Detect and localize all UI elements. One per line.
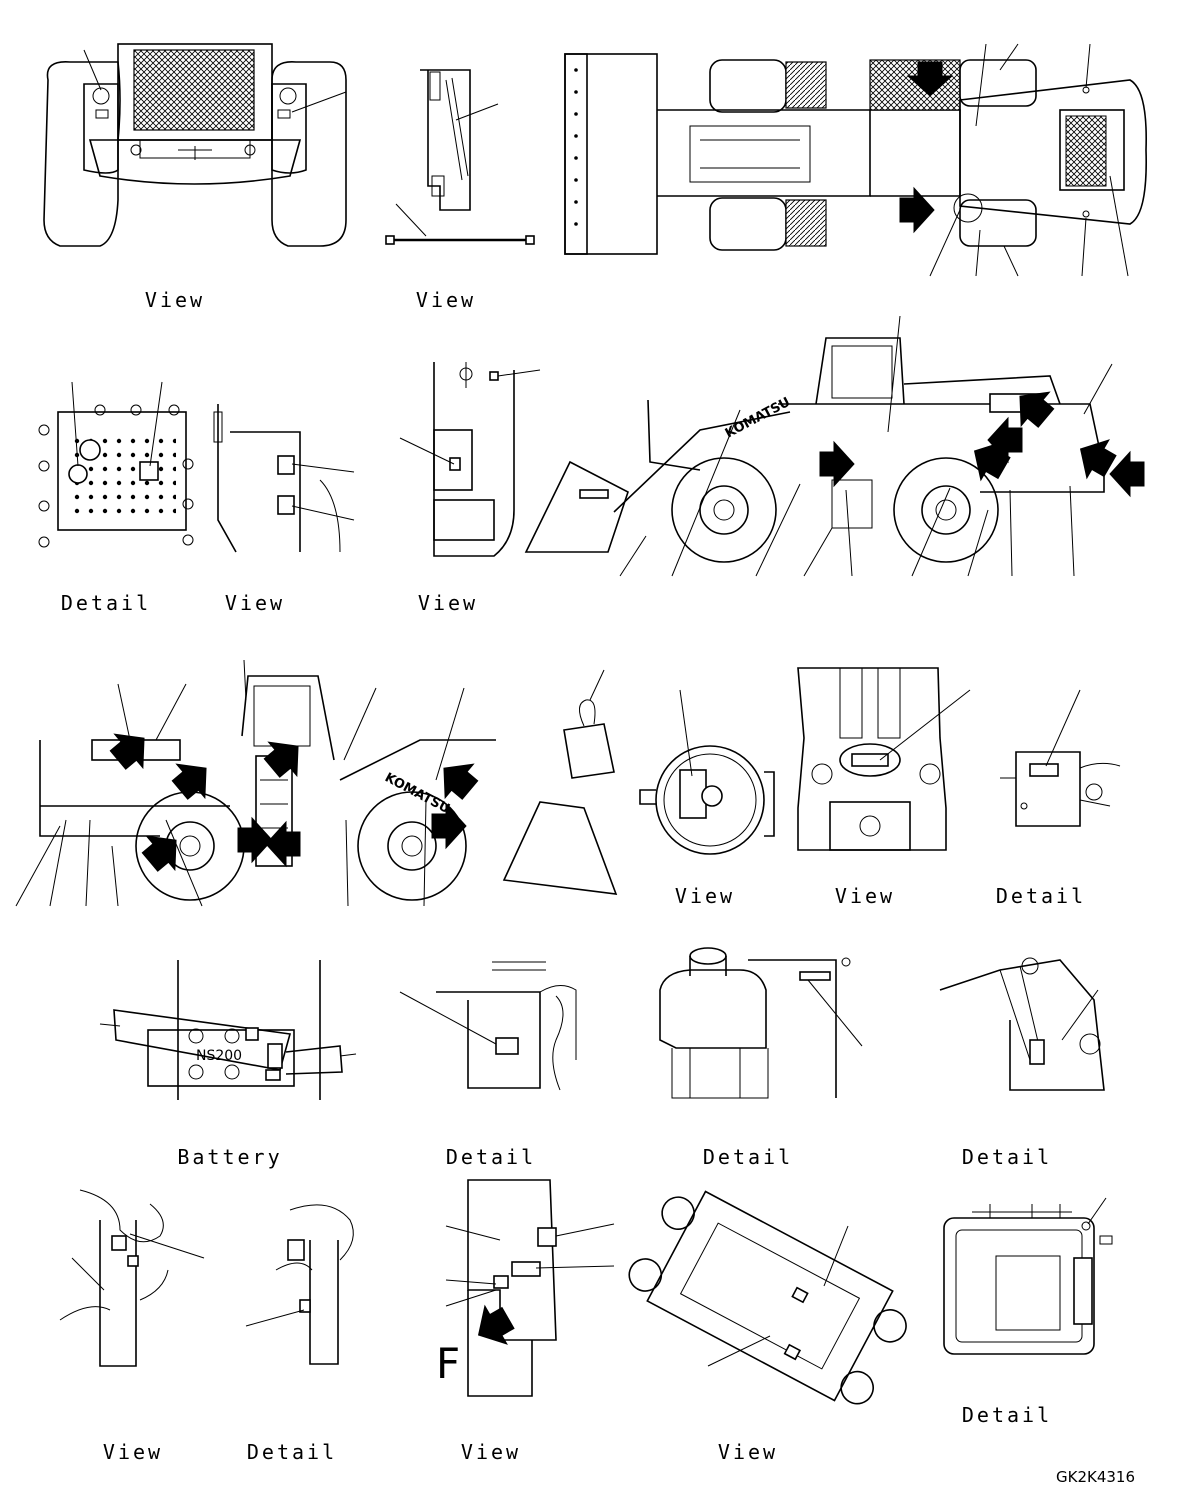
caption-detail-c: Detail	[961, 1145, 1053, 1169]
battery-illustration: NS200	[99, 960, 357, 1100]
bracket-view-illustration	[213, 404, 355, 553]
detail-a-illustration	[399, 961, 577, 1091]
fender-letter-f: F	[436, 1339, 460, 1388]
harness-detail-illustration	[245, 1204, 354, 1365]
caption-controller-detail: Detail	[961, 1403, 1053, 1427]
tag-illustration	[563, 669, 615, 779]
caption-frame-view: View	[834, 884, 896, 908]
box-detail-illustration	[1000, 689, 1121, 827]
grille-detail-illustration	[38, 381, 194, 548]
caption-axle-view: View	[717, 1440, 779, 1464]
caption-harness-detail: Detail	[246, 1440, 338, 1464]
komatsu-logo-left: KOMATSU	[382, 770, 452, 817]
harness-view-illustration	[59, 1189, 205, 1367]
caption-bracket-view: View	[224, 591, 286, 615]
caption-fender-view: View	[460, 1440, 522, 1464]
detail-c-illustration	[939, 957, 1105, 1091]
komatsu-logo-right: KOMATSU	[723, 395, 793, 442]
drawing-reference-code: GK2K4316	[1055, 1468, 1135, 1486]
caption-detail-a: Detail	[445, 1145, 537, 1169]
axle-view-illustration	[628, 1190, 907, 1405]
front-view-illustration	[43, 43, 347, 247]
caption-battery: Battery	[177, 1145, 283, 1169]
top-view-illustration	[564, 43, 1147, 277]
caption-detail-b: Detail	[702, 1145, 794, 1169]
frame-view-illustration	[797, 667, 971, 851]
tank-view-illustration	[639, 689, 775, 855]
caption-box-detail: Detail	[995, 884, 1087, 908]
caption-cab-step-view: View	[417, 591, 479, 615]
caption-tank-view: View	[674, 884, 736, 908]
battery-ns200-label: NS200	[196, 1048, 242, 1064]
cab-step-view-illustration	[399, 362, 541, 557]
controller-detail-illustration	[943, 1197, 1113, 1355]
caption-grille-detail: Detail	[60, 591, 152, 615]
side-view-right-illustration: KOMATSU	[524, 315, 1145, 577]
detail-b-illustration	[659, 947, 863, 1099]
caption-harness-view: View	[102, 1440, 164, 1464]
side-view-left-illustration: KOMATSU	[15, 659, 618, 907]
caption-front-view: View	[144, 288, 206, 312]
cylinder-view-illustration	[385, 69, 535, 245]
caption-cylinder-view: View	[415, 288, 477, 312]
fender-view-illustration: F	[436, 1179, 615, 1397]
